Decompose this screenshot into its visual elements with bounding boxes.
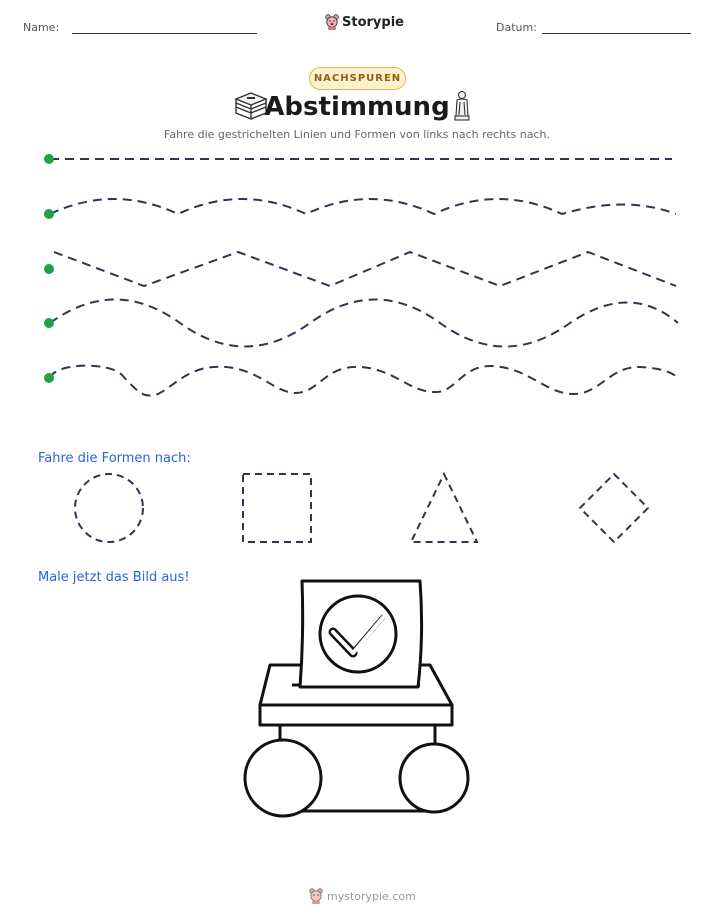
tracing-line-bumps (49, 364, 679, 397)
category-badge: NACHSPUREN (309, 67, 406, 90)
statue-icon (454, 90, 470, 121)
footer: mystorypie.com (309, 888, 416, 904)
footer-url[interactable]: mystorypie.com (327, 889, 416, 903)
shapes-row (74, 471, 650, 544)
start-dot (44, 264, 54, 274)
brand-logo: Storypie (325, 14, 404, 30)
start-dot (44, 154, 54, 164)
name-label: Name: (23, 21, 60, 34)
brand-name: Storypie (342, 14, 404, 30)
bear-icon (325, 14, 339, 30)
page-title: Abstimmung (264, 92, 450, 122)
start-dot (44, 318, 54, 328)
start-dot (44, 209, 54, 219)
date-label: Datum: (496, 21, 537, 34)
ballot-box-illustration (243, 579, 470, 818)
start-dot (44, 373, 54, 383)
name-field[interactable] (72, 33, 257, 34)
instructions: Fahre die gestrichelten Linien und Forme… (164, 128, 550, 141)
tracing-line-zigzag (53, 250, 677, 288)
tracing-line-wave-2 (49, 298, 679, 348)
triangle-shape (409, 471, 479, 543)
coloring-section-label: Male jetzt das Bild aus! (38, 570, 190, 585)
ballot-box-icon (234, 92, 268, 121)
bear-icon (309, 888, 323, 904)
tracing-line-wave (49, 198, 677, 216)
shapes-section-label: Fahre die Formen nach: (38, 451, 191, 466)
diamond-shape (578, 472, 650, 544)
circle-shape (74, 473, 144, 543)
square-shape (242, 473, 312, 543)
date-field[interactable] (542, 33, 691, 34)
